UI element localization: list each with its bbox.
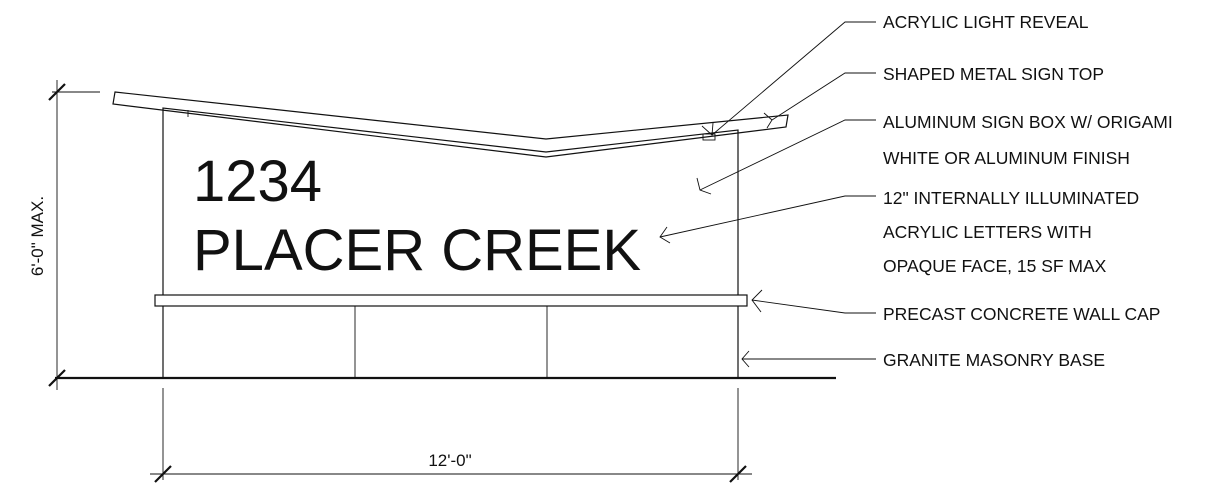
sign-address-number: 1234	[193, 149, 322, 214]
width-dimension-label: 12'-0"	[428, 451, 471, 470]
leader-lines	[659, 21, 876, 368]
width-dimension	[150, 388, 752, 483]
callout-illuminated-letters-line3: OPAQUE FACE, 15 SF MAX	[883, 256, 1107, 276]
callout-shaped-metal-sign-top: SHAPED METAL SIGN TOP	[883, 64, 1104, 84]
height-dimension	[48, 80, 100, 390]
callout-illuminated-letters-line2: ACRYLIC LETTERS WITH	[883, 222, 1092, 242]
callout-illuminated-letters: 12" INTERNALLY ILLUMINATED	[883, 188, 1139, 208]
callout-acrylic-light-reveal: ACRYLIC LIGHT REVEAL	[883, 12, 1089, 32]
granite-masonry-base	[162, 306, 739, 378]
acrylic-light-reveal	[187, 110, 716, 141]
callout-aluminum-sign-box: ALUMINUM SIGN BOX W/ ORIGAMI	[883, 112, 1173, 132]
sign-street-name: PLACER CREEK	[193, 218, 641, 283]
shaped-metal-sign-top	[112, 91, 789, 158]
callout-granite-masonry-base: GRANITE MASONRY BASE	[883, 350, 1105, 370]
callout-aluminum-sign-box-line2: WHITE OR ALUMINUM FINISH	[883, 148, 1130, 168]
height-dimension-label: 6'-0" MAX.	[28, 196, 47, 276]
aluminum-sign-box	[162, 107, 739, 295]
callout-notes: ACRYLIC LIGHT REVEAL SHAPED METAL SIGN T…	[883, 12, 1173, 370]
callout-precast-wall-cap: PRECAST CONCRETE WALL CAP	[883, 304, 1160, 324]
precast-wall-cap	[154, 294, 748, 307]
